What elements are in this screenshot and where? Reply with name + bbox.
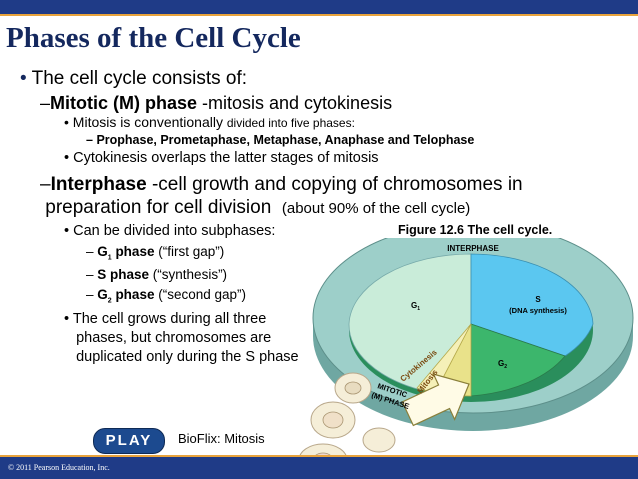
g1-slice [348,253,472,391]
bioflix-link[interactable]: BioFlix: Mitosis [178,431,265,446]
bullet-mitosis-phases: • Mitosis is conventionally divided into… [64,114,355,130]
label-interphase: INTERPHASE [447,244,499,253]
bullet-subphases: • Can be divided into subphases: [64,223,276,239]
figure-caption: Figure 12.6 The cell cycle. [398,223,553,237]
cell-cycle-diagram: INTERPHASE G1 S (DNA synthesis) G2 Cytok… [298,238,634,468]
copyright-text: © 2011 Pearson Education, Inc. [8,463,110,472]
cell-icon-4 [362,427,396,453]
bullet-intro: • The cell cycle consists of: [20,68,248,89]
header-rule [0,14,638,16]
play-button[interactable]: PLAY [93,428,165,454]
cell-nucleus-1 [344,381,362,395]
bullet-s-phase: – S phase (“synthesis”) [86,267,228,282]
footer-rule [0,455,638,457]
bullet-interphase: –Interphase -cell growth and copying of … [40,174,523,218]
label-s: S [535,295,541,304]
bullet-phase-list: – Prophase, Prometaphase, Metaphase, Ana… [86,133,475,147]
bullet-cytokinesis: • Cytokinesis overlaps the latter stages… [64,150,379,166]
bullet-g1-phase: – G1 phase (“first gap”) [86,244,225,262]
s-slice [470,253,594,357]
mitotic-arrow [401,373,470,427]
label-g2: G2 [498,359,507,370]
footer-bar: © 2011 Pearson Education, Inc. [0,455,638,479]
g2-slice [470,323,566,397]
bullet-g2-phase: – G2 phase (“second gap”) [86,287,247,305]
header-bar [0,0,638,16]
label-s-sub: (DNA synthesis) [509,306,567,315]
bullet-mitotic-phase: –Mitotic (M) phase -mitosis and cytokine… [40,93,393,113]
page-title: Phases of the Cell Cycle [6,22,301,54]
label-g1: G1 [411,301,420,312]
cell-nucleus-2 [322,411,344,429]
bullet-cell-growth: • The cell grows during all three phases… [64,311,299,365]
